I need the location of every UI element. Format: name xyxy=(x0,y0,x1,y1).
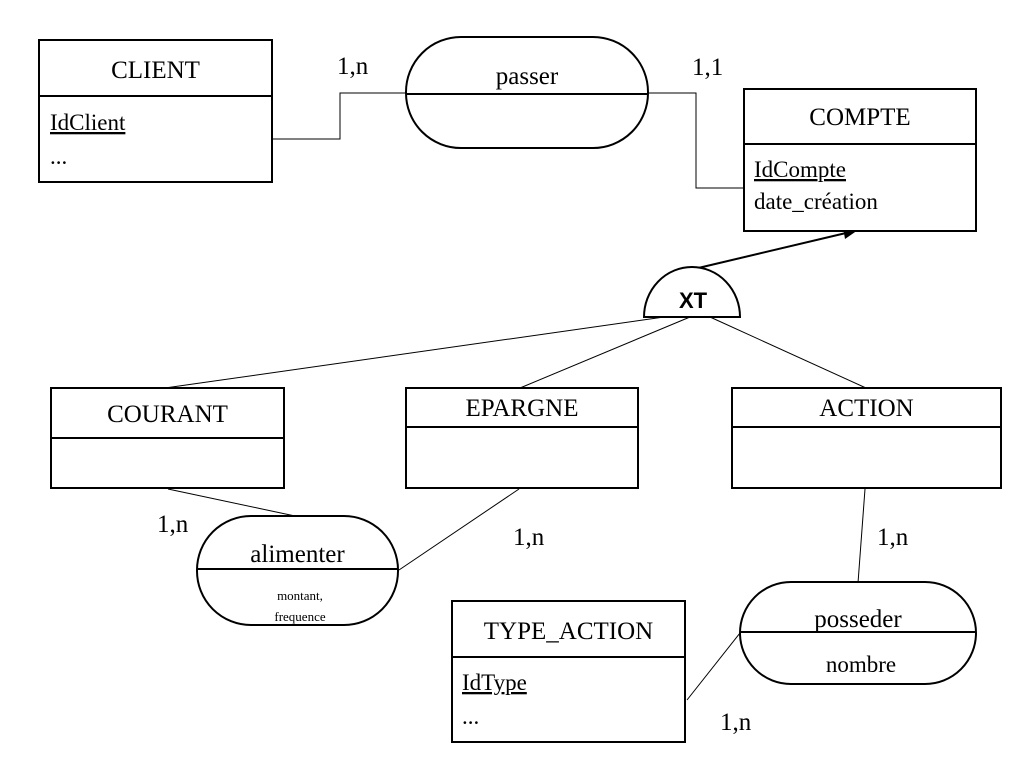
association-passer-name: passer xyxy=(496,63,559,90)
association-alimenter-attr-1: montant, xyxy=(277,588,323,603)
association-alimenter-attr-2: frequence xyxy=(274,609,325,624)
entity-action-name: ACTION xyxy=(819,395,913,422)
entity-type-action-name: TYPE_ACTION xyxy=(484,618,653,645)
cardinality-courant-alimenter: 1,n xyxy=(157,511,189,538)
association-posseder: posseder nombre xyxy=(739,581,977,685)
cardinality-epargne-alimenter: 1,n xyxy=(513,524,545,551)
client-passer-link xyxy=(273,92,406,140)
inheritance-arrow-line xyxy=(693,232,847,270)
entity-compte-key: IdCompte xyxy=(754,157,846,182)
association-alimenter: alimenter montant, frequence xyxy=(196,515,399,626)
entity-client-attr-1: ... xyxy=(50,144,67,169)
entity-courant: COURANT xyxy=(50,387,285,489)
typeaction-posseder-link xyxy=(686,632,741,701)
entity-type-action-key: IdType xyxy=(462,670,527,695)
association-posseder-attr-1: nombre xyxy=(826,652,896,677)
entity-compte-name: COMPTE xyxy=(809,104,910,131)
entity-epargne: EPARGNE xyxy=(405,387,639,489)
entity-compte-attr-1: date_création xyxy=(754,189,878,214)
xt-courant-link xyxy=(164,316,665,389)
entity-type-action: TYPE_ACTION IdType ... xyxy=(451,600,686,743)
association-passer: passer xyxy=(405,36,649,149)
entity-client-name: CLIENT xyxy=(111,57,200,84)
entity-client-key: IdClient xyxy=(50,110,126,135)
inheritance-xt: XT xyxy=(642,266,742,318)
cardinality-client-passer: 1,n xyxy=(337,53,369,80)
action-posseder-link xyxy=(857,488,866,584)
connector-lines xyxy=(164,92,867,701)
cardinality-action-posseder: 1,n xyxy=(877,524,909,551)
entity-type-action-attr-1: ... xyxy=(462,704,479,729)
cardinality-labels: 1,n 1,1 1,n 1,n 1,n 1,n xyxy=(157,53,909,736)
association-posseder-name: posseder xyxy=(814,606,902,633)
inheritance-xt-label: XT xyxy=(679,288,708,313)
cardinality-passer-compte: 1,1 xyxy=(692,54,723,81)
entity-client: CLIENT IdClient ... xyxy=(38,39,273,183)
passer-compte-link xyxy=(648,92,744,189)
entity-action: ACTION xyxy=(731,387,1002,489)
entity-epargne-name: EPARGNE xyxy=(466,395,579,422)
cardinality-typeaction-posseder: 1,n xyxy=(720,709,752,736)
xt-epargne-link xyxy=(519,316,691,389)
courant-alimenter-link xyxy=(167,488,296,517)
entity-compte: COMPTE IdCompte date_création xyxy=(743,88,977,232)
entity-courant-name: COURANT xyxy=(107,401,228,428)
association-alimenter-name: alimenter xyxy=(250,541,345,568)
xt-action-link xyxy=(709,316,867,389)
epargne-alimenter-link xyxy=(398,488,520,571)
